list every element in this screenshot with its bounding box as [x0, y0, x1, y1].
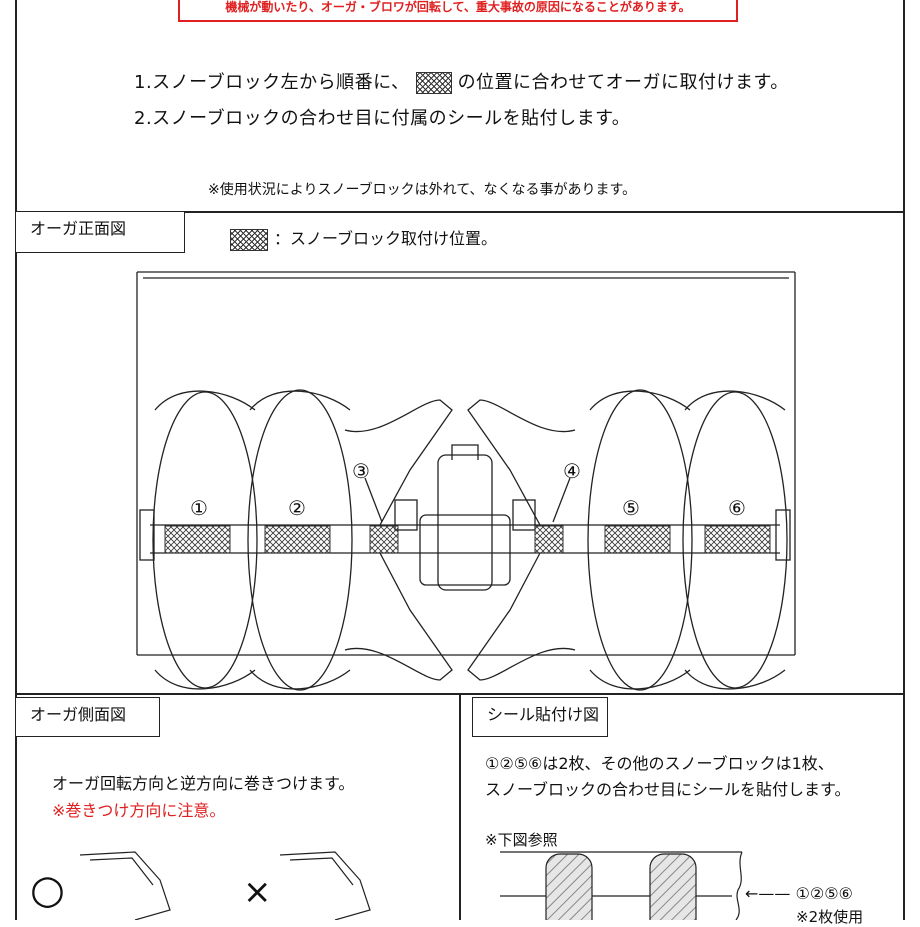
front-view-title-box: オーガ正面図 — [15, 211, 185, 253]
seal-view-line1: ①②⑤⑥は2枚、その他のスノーブロックは1枚、 — [485, 754, 834, 773]
snow-block-3 — [369, 525, 399, 554]
side-view-instruction: オーガ回転方向と逆方向に巻きつけます。 — [52, 774, 355, 793]
marker-6: ⑥ — [728, 496, 746, 520]
side-view-title: オーガ側面図 — [30, 705, 127, 724]
seal-view-line2: スノーブロックの合わせ目にシールを貼付します。 — [485, 780, 851, 799]
frame-left — [15, 0, 17, 920]
correct-mark: ○ — [30, 867, 65, 913]
seal-view-title-box: シール貼付け図 — [472, 697, 608, 737]
frame-right — [903, 0, 905, 920]
side-view-caution: ※巻きつけ方向に注意。 — [52, 801, 226, 820]
step-1-text-after: の位置に合わせてオーガに取付けます。 — [457, 72, 789, 93]
seal-arrow-sub: ※2枚使用 — [796, 908, 864, 926]
usage-note: ※使用状況によりスノーブロックは外れて、なくなる事があります。 — [208, 182, 637, 198]
side-view-diagram — [79, 851, 371, 920]
divider-top — [15, 211, 905, 213]
snow-block-4 — [534, 525, 564, 554]
hatch-sample-icon — [415, 72, 452, 94]
seal-diagram — [500, 851, 743, 920]
marker-2: ② — [288, 496, 306, 520]
seal-arrow-label: ←—— ①②⑤⑥ — [745, 884, 853, 903]
divider-vertical — [459, 693, 461, 920]
snow-block-2 — [264, 525, 331, 554]
side-view-title-box: オーガ側面図 — [15, 697, 160, 737]
legend-hatch-icon — [230, 228, 268, 251]
marker-4: ④ — [563, 459, 581, 483]
front-view-title: オーガ正面図 — [30, 219, 127, 238]
marker-3: ③ — [352, 459, 370, 483]
legend-text: ：スノーブロック取付け位置。 — [274, 229, 498, 248]
warning-text: 機械が動いたり、オーガ・ブロワが回転して、重大事故の原因になることがあります。 — [225, 0, 691, 14]
seal-view-title: シール貼付け図 — [487, 705, 600, 724]
snow-block-5 — [604, 525, 671, 554]
step-2: 2.スノーブロックの合わせ目に付属のシールを貼付します。 — [134, 104, 630, 130]
step-2-text: 2.スノーブロックの合わせ目に付属のシールを貼付します。 — [134, 108, 631, 129]
auger-front-diagram — [136, 271, 796, 691]
snow-block-1 — [164, 525, 231, 554]
step-1: 1.スノーブロック左から順番に、 の位置に合わせてオーガに取付けます。 — [134, 68, 789, 94]
seal-block-1 — [545, 853, 593, 920]
marker-1: ① — [190, 496, 208, 520]
snow-block-6 — [704, 525, 771, 554]
front-view-legend: ：スノーブロック取付け位置。 — [230, 225, 497, 251]
seal-block-2 — [649, 853, 697, 920]
wrong-mark: × — [243, 872, 272, 912]
marker-5: ⑤ — [622, 496, 640, 520]
step-1-text-before: 1.スノーブロック左から順番に、 — [134, 72, 410, 93]
seal-arrow-icon: ←—— — [745, 884, 796, 903]
warning-banner: 機械が動いたり、オーガ・ブロワが回転して、重大事故の原因になることがあります。 — [178, 0, 738, 22]
seal-view-ref: ※下図参照 — [485, 831, 558, 849]
